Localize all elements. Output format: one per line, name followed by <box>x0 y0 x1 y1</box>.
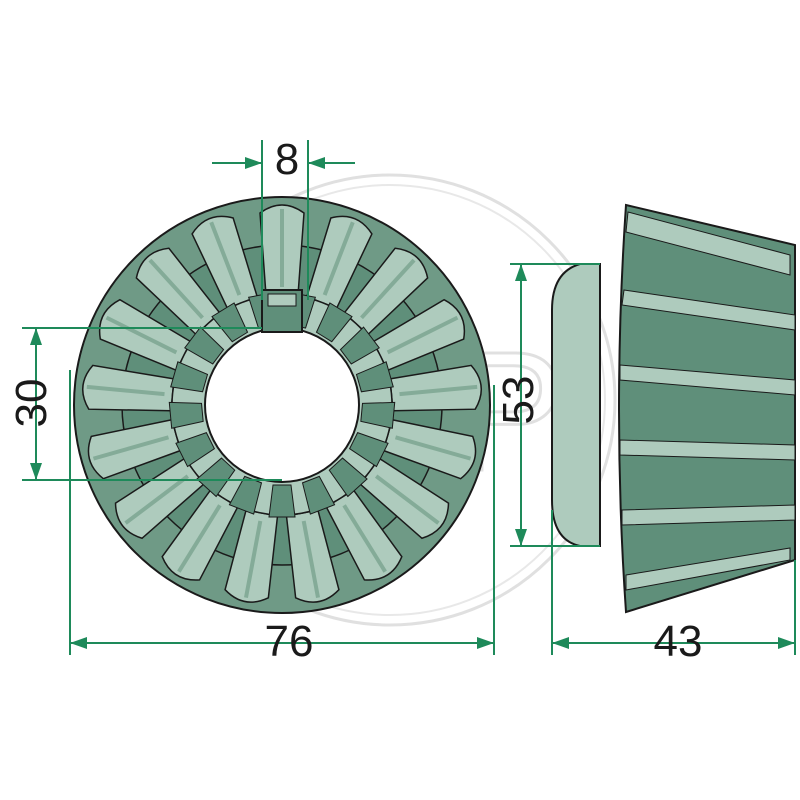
gear-tooth <box>359 457 450 540</box>
hub-spline <box>268 484 296 518</box>
overall-length-label: 43 <box>654 617 703 666</box>
hub-spline <box>175 431 216 468</box>
dimension-length: 43 <box>551 510 796 666</box>
dimension-outer: 76 <box>69 370 495 666</box>
bore-diameter-label: 30 <box>7 379 56 428</box>
side-tooth-band <box>625 211 791 276</box>
side-tooth-band <box>621 504 796 526</box>
dimension-keyway: 8 <box>212 135 355 300</box>
gear-tooth <box>87 418 182 480</box>
gear-teeth <box>82 204 482 603</box>
side-tooth-band <box>619 439 796 461</box>
gear-tooth <box>389 364 482 412</box>
hub-spline <box>355 361 394 393</box>
gear-tooth <box>224 509 279 603</box>
dimension-hub: 53 <box>494 263 600 547</box>
gear-tooth <box>285 509 340 603</box>
gear-tooth <box>382 418 477 480</box>
gear-tooth <box>259 204 305 296</box>
gear-tooth <box>372 298 466 372</box>
hub-spline <box>211 302 249 343</box>
side-tooth-band <box>621 289 796 331</box>
hub-spline <box>360 401 396 429</box>
side-tooth-band <box>619 364 796 396</box>
hub-spline <box>339 326 380 365</box>
hub-spline <box>301 475 336 515</box>
keyway-width-label: 8 <box>275 135 299 184</box>
outer-diameter-label: 76 <box>265 617 314 666</box>
gear-tooth <box>82 364 175 412</box>
gear-tooth <box>191 215 259 310</box>
hub-spline <box>170 361 209 393</box>
dimension-bore: 30 <box>7 327 282 481</box>
hub-spline <box>315 302 353 343</box>
gear-tooth <box>325 489 403 581</box>
hub-spline <box>168 401 204 429</box>
gear-tooth <box>98 298 192 372</box>
gear-front-view <box>73 196 491 614</box>
hub-side <box>551 263 601 547</box>
gear-tooth <box>161 489 239 581</box>
gear-tooth <box>135 247 221 336</box>
side-teeth <box>619 211 796 591</box>
hub-spline <box>328 457 368 498</box>
hub-spline <box>348 431 389 468</box>
gear-tooth <box>305 215 373 310</box>
gear-bore <box>204 327 360 483</box>
gear-side-view <box>551 203 796 614</box>
gear-tooth <box>114 457 205 540</box>
hub-diameter-label: 53 <box>494 376 543 425</box>
side-tooth-band <box>625 547 791 591</box>
gear-tooth <box>343 247 429 336</box>
hub-spline <box>228 475 263 515</box>
